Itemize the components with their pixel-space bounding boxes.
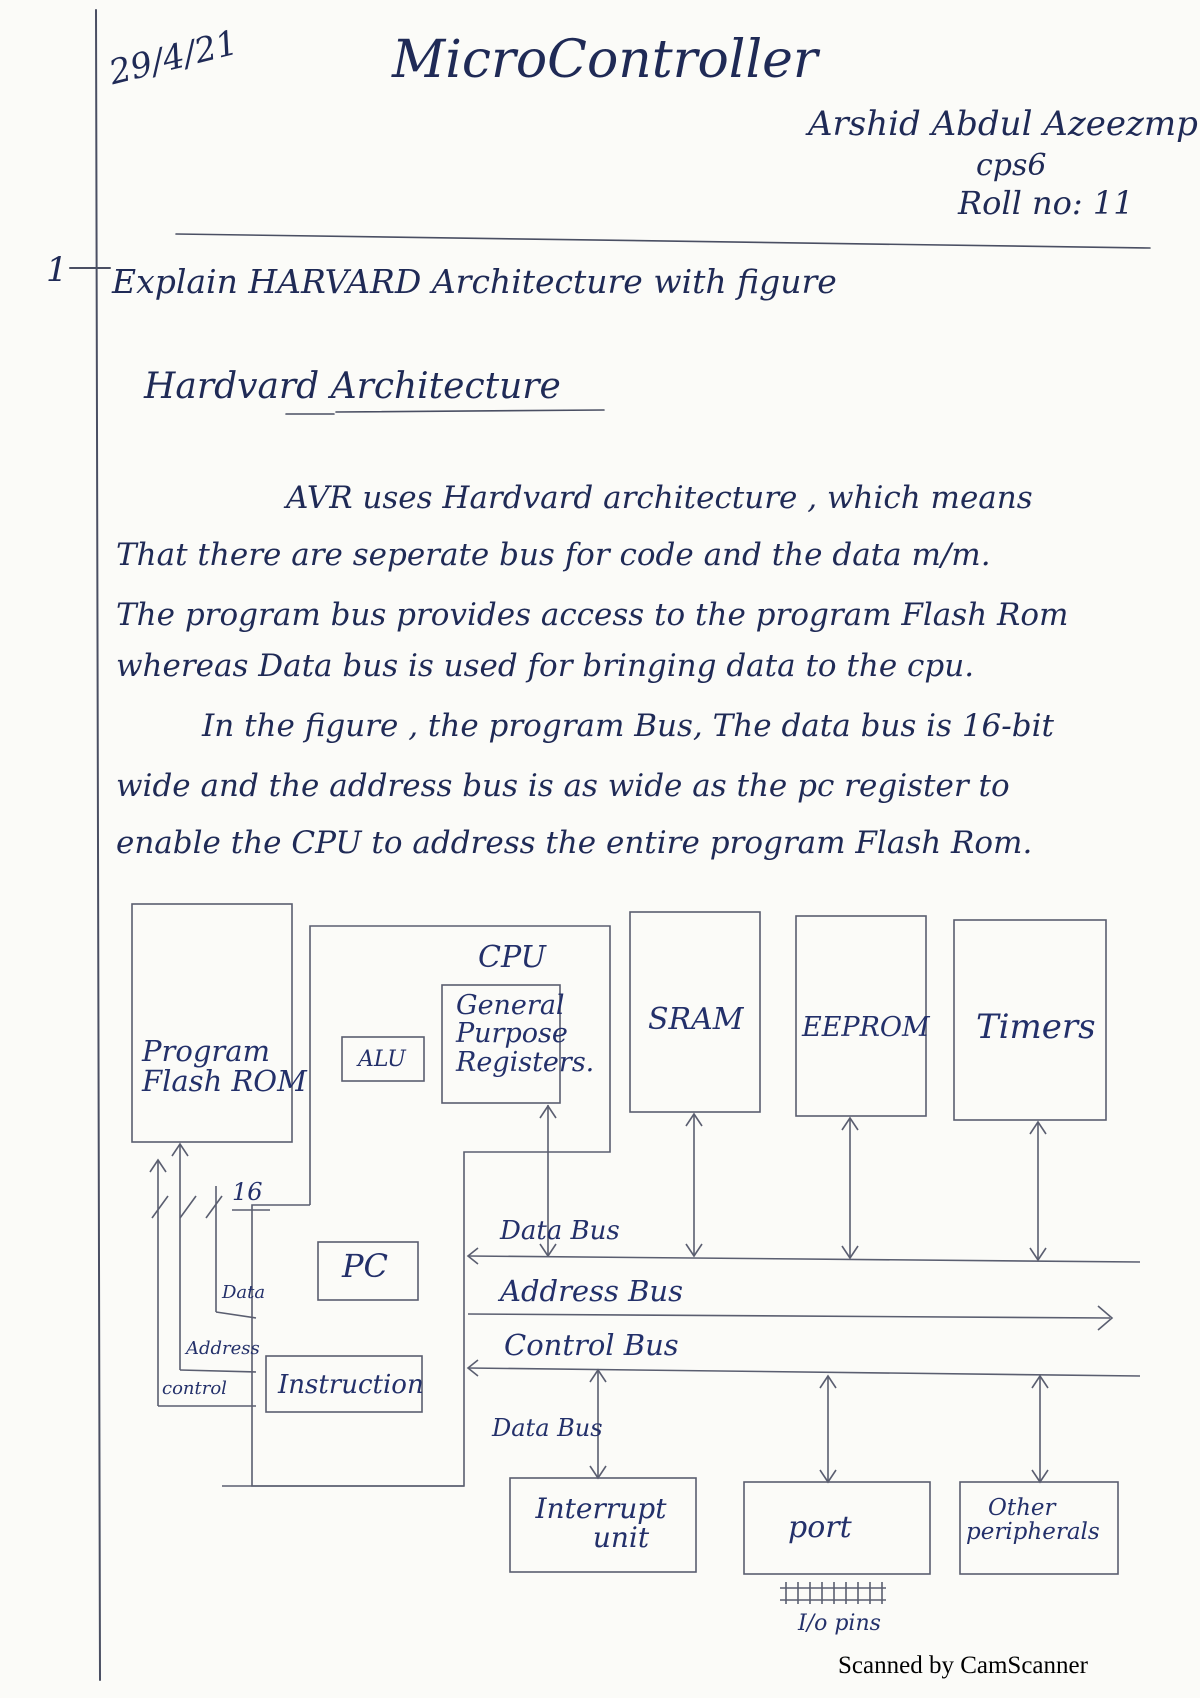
- pc-label: PC: [342, 1247, 389, 1285]
- paragraph-line: In the figure , the program Bus, The dat…: [202, 708, 1054, 744]
- pc-box: [317, 1241, 419, 1301]
- timers-label: Timers: [976, 1007, 1096, 1047]
- registers-label: General Purpose Registers.: [456, 990, 595, 1078]
- program-rom-box: [131, 903, 293, 1143]
- small-control-label: control: [162, 1378, 227, 1399]
- paragraph-line: wide and the address bus is as wide as t…: [116, 768, 1010, 804]
- sram-label: SRAM: [648, 1002, 744, 1037]
- cpu-label: CPU: [478, 940, 546, 975]
- page-title: MicroController: [392, 30, 818, 90]
- heading-underline: [335, 409, 605, 413]
- other-peripherals-box: [959, 1481, 1119, 1575]
- author-name: Arshid Abdul Azeezmp: [808, 104, 1198, 144]
- address-bus-label: Address Bus: [500, 1274, 683, 1308]
- paragraph-line: whereas Data bus is used for bringing da…: [116, 648, 975, 684]
- paragraph-line: That there are seperate bus for code and…: [116, 537, 991, 573]
- bus-width-label: 16: [232, 1178, 263, 1206]
- author-class: cps6: [976, 148, 1047, 183]
- program-rom-label: Program Flash ROM: [142, 1034, 307, 1099]
- section-heading: Hardvard Architecture: [144, 366, 561, 407]
- data-bus-line: [467, 1255, 1141, 1263]
- control-bus-label: Control Bus: [504, 1328, 679, 1362]
- question-number: 1: [46, 250, 68, 290]
- margin-line: [95, 9, 101, 1681]
- roll-number: Roll no: 11: [958, 184, 1134, 222]
- eeprom-label: EEPROM: [802, 1012, 930, 1043]
- alu-label: ALU: [358, 1047, 406, 1072]
- io-pins-label: I/o pins: [798, 1611, 881, 1636]
- instruction-label: Instruction: [278, 1370, 424, 1400]
- instruction-box: [265, 1355, 423, 1413]
- interrupt-box: [509, 1477, 697, 1573]
- other-peripherals-label: Other peripherals: [966, 1495, 1100, 1546]
- paragraph-line: AVR uses Hardvard architecture , which m…: [286, 480, 1033, 516]
- lower-data-bus-label: Data Bus: [492, 1414, 603, 1442]
- interrupt-label: Interrupt unit: [535, 1492, 667, 1555]
- control-bus-line: [467, 1367, 1141, 1377]
- header-rule: [175, 233, 1151, 249]
- registers-box: [441, 984, 561, 1104]
- small-address-label: Address: [186, 1338, 260, 1359]
- scanner-watermark: Scanned by CamScanner: [838, 1652, 1088, 1679]
- eeprom-box: [795, 915, 927, 1117]
- paragraph-line: enable the CPU to address the entire pro…: [116, 825, 1033, 861]
- cpu-outline: [251, 925, 611, 1487]
- address-bus-arrowhead: [1097, 1305, 1114, 1331]
- port-box: [743, 1481, 931, 1575]
- timers-box: [953, 919, 1107, 1121]
- paragraph-line: The program bus provides access to the p…: [116, 597, 1069, 633]
- question-text: Explain HARVARD Architecture with figure: [112, 262, 837, 301]
- address-bus-line: [467, 1313, 1111, 1319]
- alu-box: [341, 1036, 425, 1082]
- data-bus-label: Data Bus: [500, 1216, 620, 1246]
- sram-box: [629, 911, 761, 1113]
- port-label: port: [788, 1510, 852, 1545]
- small-data-label: Data: [222, 1282, 266, 1303]
